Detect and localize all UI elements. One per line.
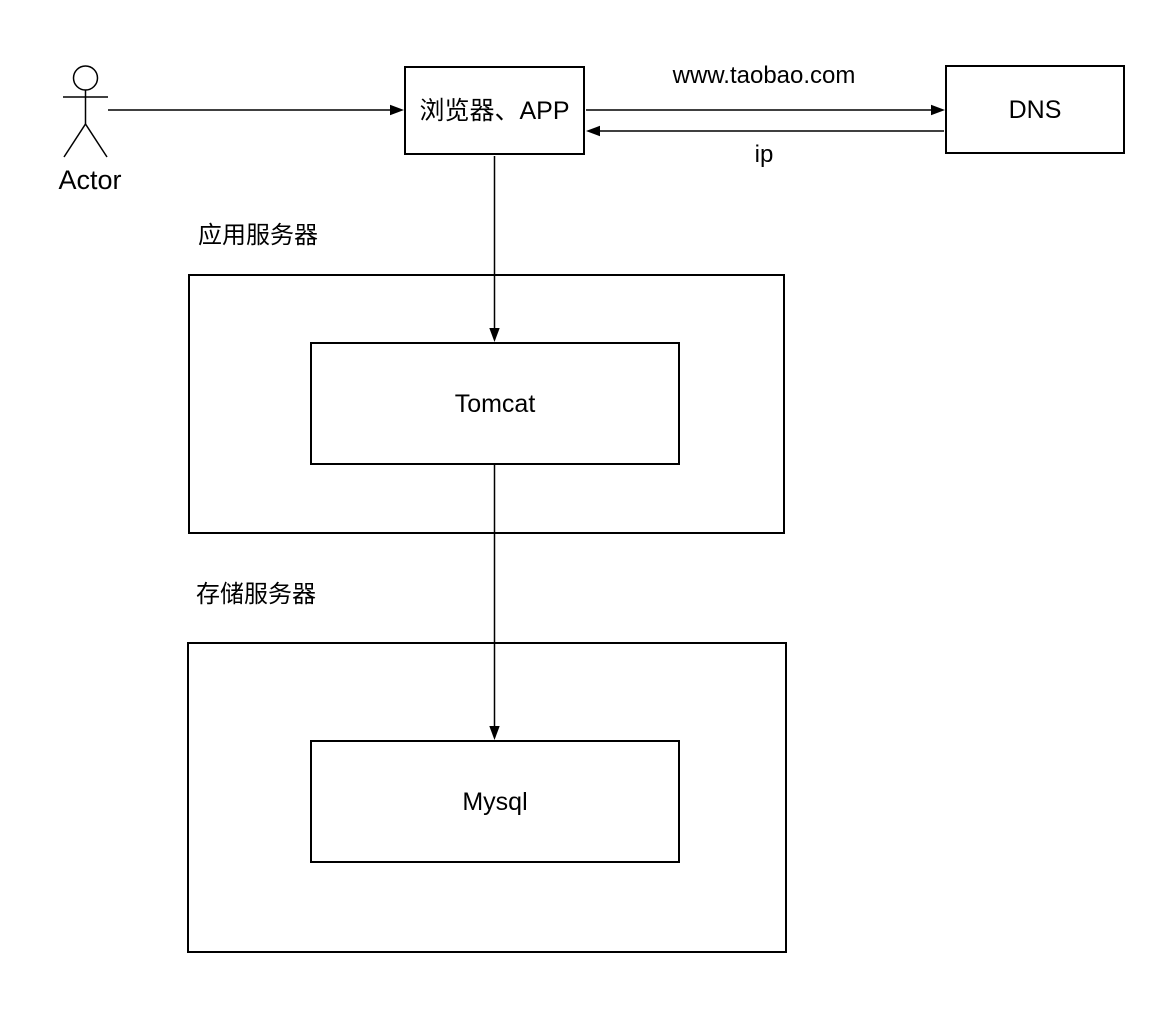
edge-actor-to-browser xyxy=(108,104,404,116)
edge-tomcat-to-mysql xyxy=(489,465,500,740)
actor-label: Actor xyxy=(58,165,122,195)
edge-ip-response-label: ip xyxy=(754,141,774,168)
actor-leg-left xyxy=(63,123,87,158)
node-tomcat: Tomcat xyxy=(310,342,680,465)
container-app-server xyxy=(188,274,785,534)
edge-browser-to-dns xyxy=(586,104,945,116)
arrowhead-down-icon xyxy=(489,328,500,342)
arrowhead-right-icon xyxy=(390,104,404,116)
container-storage-server-label: 存储服务器 xyxy=(196,581,316,608)
container-storage-server xyxy=(187,642,787,953)
edge-domain-lookup-label: www.taobao.com xyxy=(672,62,856,89)
node-browser-app-label: 浏览器、APP xyxy=(419,96,570,125)
node-tomcat-label: Tomcat xyxy=(454,389,536,418)
edge-browser-to-tomcat xyxy=(489,156,500,342)
actor-figure xyxy=(63,65,108,158)
node-browser-app: 浏览器、APP xyxy=(404,66,585,155)
arrowhead-right-icon xyxy=(931,104,945,116)
arrowhead-left-icon xyxy=(586,125,600,137)
node-dns: DNS xyxy=(945,65,1125,154)
actor-leg-right xyxy=(84,123,108,158)
edge-dns-to-browser xyxy=(586,125,944,137)
container-app-server-label: 应用服务器 xyxy=(198,222,318,249)
node-mysql: Mysql xyxy=(310,740,680,863)
arrowhead-down-icon xyxy=(489,726,500,740)
node-mysql-label: Mysql xyxy=(462,787,528,816)
actor-head xyxy=(72,65,99,91)
node-dns-label: DNS xyxy=(1008,95,1062,124)
